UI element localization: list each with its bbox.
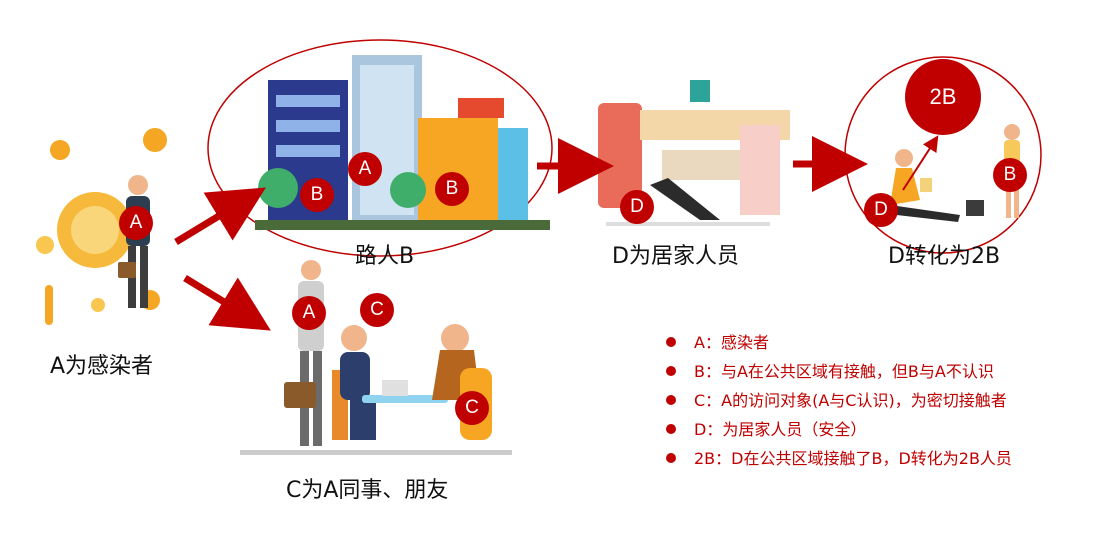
legend-item: B：与A在公共区域有接触，但B与A不认识: [666, 357, 1012, 386]
bullet-icon: [666, 453, 676, 463]
bullet-icon: [666, 337, 676, 347]
badge-d: D: [620, 190, 654, 224]
legend-item: 2B：D在公共区域接触了B，D转化为2B人员: [666, 444, 1012, 473]
badge-a: A: [348, 152, 382, 186]
meeting-icon: [240, 260, 512, 455]
legend-item: A：感染者: [666, 328, 1012, 357]
badge-c: C: [360, 293, 394, 327]
legend-text: D：为居家人员（安全）: [694, 420, 867, 439]
legend-text: 2B：D在公共区域接触了B，D转化为2B人员: [694, 449, 1012, 468]
virus-icon: [36, 128, 167, 325]
badge-b: B: [435, 172, 469, 206]
legend-text: C：A的访问对象(A与C认识)，为密切接触者: [694, 391, 1007, 410]
reading-person-icon: [888, 124, 1020, 222]
bullet-icon: [666, 395, 676, 405]
badge-2b: 2B: [905, 59, 981, 135]
badge-b: B: [993, 158, 1027, 192]
badge-a: A: [292, 296, 326, 330]
label-convert: D转化为2B: [888, 244, 1001, 269]
badge-b: B: [300, 178, 334, 212]
label-passerby: 路人B: [355, 244, 415, 269]
label-infected: A为感染者: [50, 354, 154, 379]
label-colleague: C为A同事、朋友: [286, 478, 449, 503]
building-icon: [255, 55, 550, 230]
bullet-icon: [666, 424, 676, 434]
arrow-icon: [183, 275, 271, 331]
legend-text: B：与A在公共区域有接触，但B与A不认识: [694, 362, 994, 381]
badge-a: A: [119, 206, 153, 240]
legend-text: A：感染者: [694, 333, 769, 352]
legend-item: D：为居家人员（安全）: [666, 415, 1012, 444]
convert-link-arrow: [902, 135, 939, 191]
badge-d: D: [864, 193, 898, 227]
label-home: D为居家人员: [612, 244, 739, 269]
legend: A：感染者 B：与A在公共区域有接触，但B与A不认识 C：A的访问对象(A与C认…: [666, 328, 1012, 473]
badge-c: C: [455, 391, 489, 425]
legend-item: C：A的访问对象(A与C认识)，为密切接触者: [666, 386, 1012, 415]
bullet-icon: [666, 366, 676, 376]
arrow-icon: [174, 187, 266, 245]
passerby-ellipse: [207, 39, 553, 257]
